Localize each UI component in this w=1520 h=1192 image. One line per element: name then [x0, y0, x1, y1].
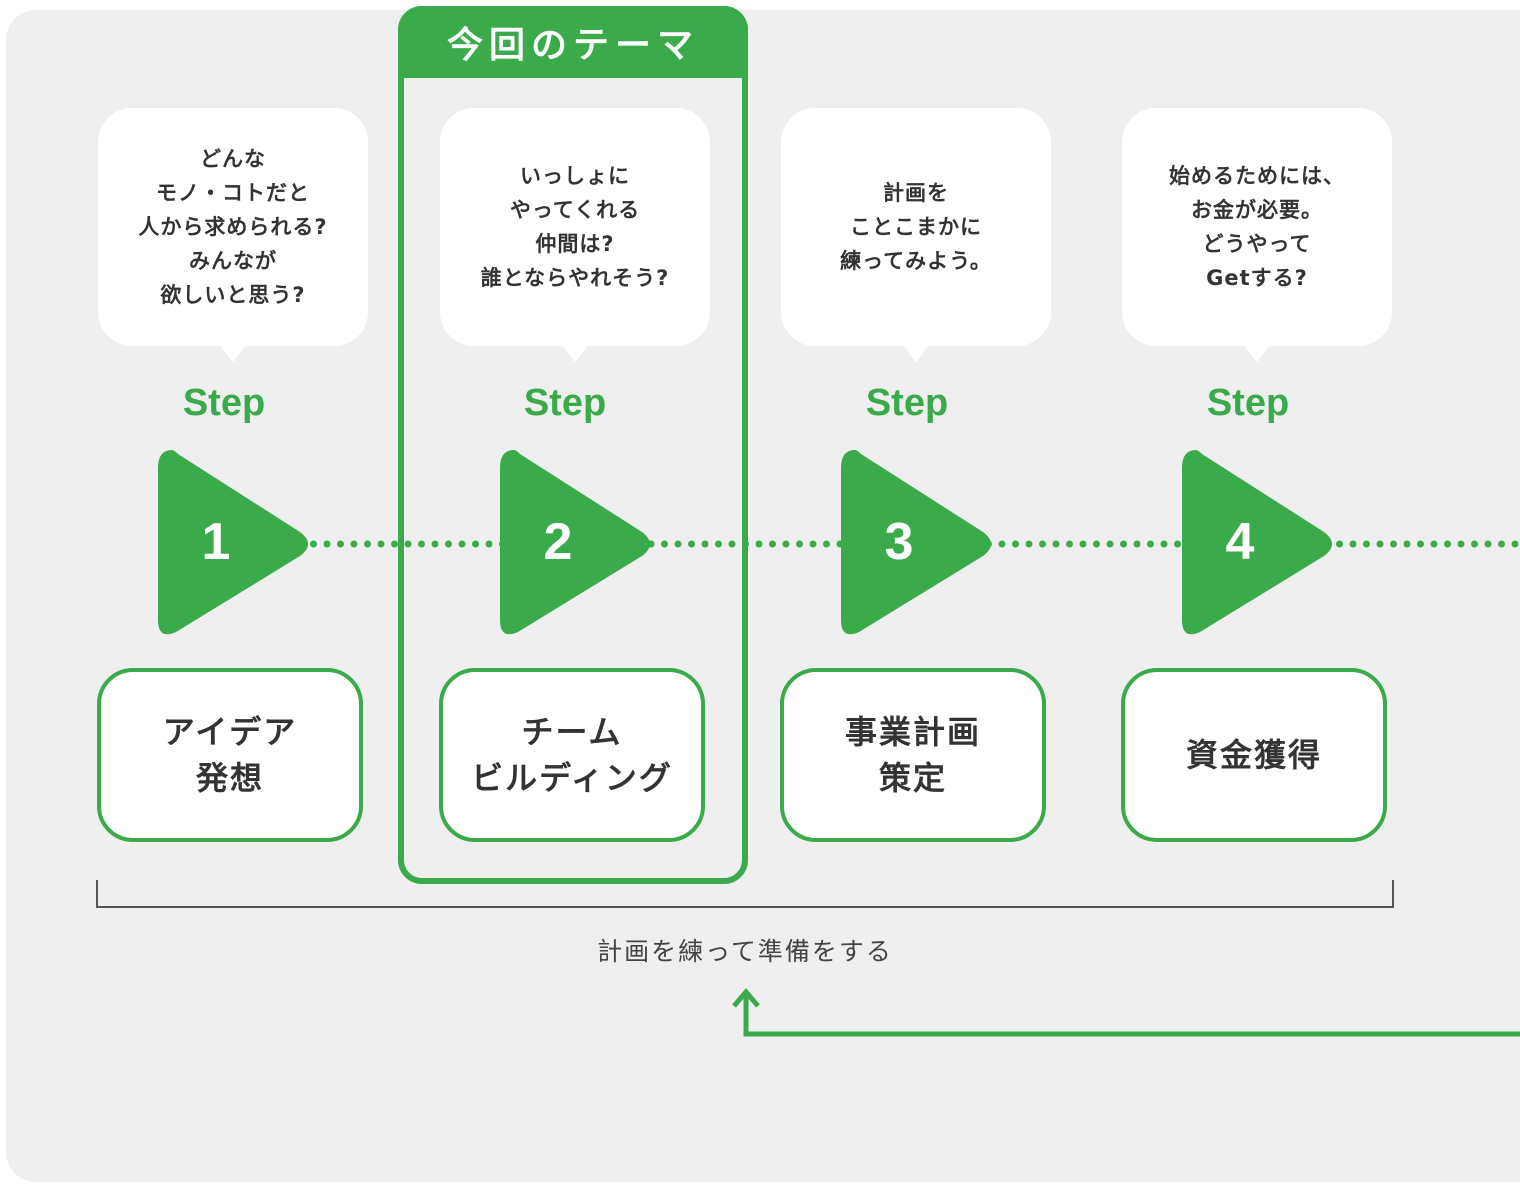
step-4-label: Step: [1206, 382, 1290, 424]
bracket-label: 計画を練って準備をする: [597, 937, 893, 966]
step-2-bubble: いっしょに やってくれる 仲間は? 誰とならやれそう?: [440, 108, 710, 346]
step-4-triangle-icon: [1182, 450, 1332, 635]
stage-line: ビルディング: [471, 759, 673, 797]
stage-line: 資金獲得: [1185, 736, 1322, 774]
current-theme-tab: 今回のテーマ: [398, 6, 748, 78]
stage-line: アイデア: [162, 713, 298, 751]
stage-idea-box: アイデア 発想: [97, 668, 363, 842]
bubble-line: 計画を: [882, 181, 949, 205]
bubble-line: やってくれる: [509, 198, 641, 222]
step-3-bubble-tail: [902, 344, 930, 362]
stage-funding-box: 資金獲得: [1121, 668, 1387, 842]
step-1-number: 1: [201, 513, 231, 571]
bubble-line: 仲間は?: [535, 232, 615, 256]
stage-line: 事業計画: [844, 713, 981, 751]
step-2-bubble-text: いっしょに やってくれる 仲間は? 誰とならやれそう?: [481, 159, 670, 295]
stage-line: 発想: [195, 759, 264, 797]
step-2-bubble-tail: [561, 344, 589, 362]
return-arrow-icon: [732, 988, 1520, 1037]
bubble-line: いっしょに: [520, 164, 630, 188]
step-1-triangle-icon: [158, 450, 308, 635]
step-4-number: 4: [1225, 513, 1255, 571]
stage-team-box: チーム ビルディング: [439, 668, 705, 842]
step-3-label: Step: [865, 382, 949, 424]
bubble-line: Getする?: [1206, 266, 1308, 290]
step-2-triangle-icon: [500, 450, 650, 635]
stage-line: チーム: [521, 713, 623, 751]
planning-bracket: [96, 880, 1394, 908]
stage-plan-box: 事業計画 策定: [780, 668, 1046, 842]
step-2-label: Step: [523, 382, 607, 424]
bubble-line: 人から求められる?: [138, 215, 328, 239]
bubble-line: みんなが: [189, 249, 277, 273]
step-1-bubble-tail: [219, 344, 247, 362]
step-3-triangle-icon: [841, 450, 991, 635]
step-3-bubble-text: 計画を ことこまかに 練ってみよう。: [840, 176, 992, 278]
step-1-bubble: どんな モノ・コトだと 人から求められる? みんなが 欲しいと思う?: [98, 108, 368, 346]
bubble-line: どうやって: [1202, 232, 1312, 256]
step-1-bubble-text: どんな モノ・コトだと 人から求められる? みんなが 欲しいと思う?: [138, 142, 327, 312]
bubble-line: 練ってみよう。: [840, 249, 992, 273]
bubble-line: どんな: [200, 147, 266, 171]
step-2-number: 2: [543, 513, 573, 571]
bubble-line: 欲しいと思う?: [160, 283, 306, 307]
bubble-line: 誰とならやれそう?: [480, 266, 670, 290]
step-4-bubble-tail: [1243, 344, 1271, 362]
current-theme-frame: [398, 6, 748, 884]
step-4-bubble-text: 始めるためには、 お金が必要。 どうやって Getする?: [1169, 159, 1345, 295]
stage-line: 策定: [878, 759, 947, 797]
bubble-line: ことこまかに: [849, 215, 982, 239]
step-3-number: 3: [884, 513, 914, 571]
bubble-line: モノ・コトだと: [156, 181, 310, 205]
step-3-bubble: 計画を ことこまかに 練ってみよう。: [781, 108, 1051, 346]
step-4-bubble: 始めるためには、 お金が必要。 どうやって Getする?: [1122, 108, 1392, 346]
bubble-line: お金が必要。: [1191, 198, 1323, 222]
bubble-line: 始めるためには、: [1169, 164, 1345, 188]
step-1-label: Step: [182, 382, 266, 424]
